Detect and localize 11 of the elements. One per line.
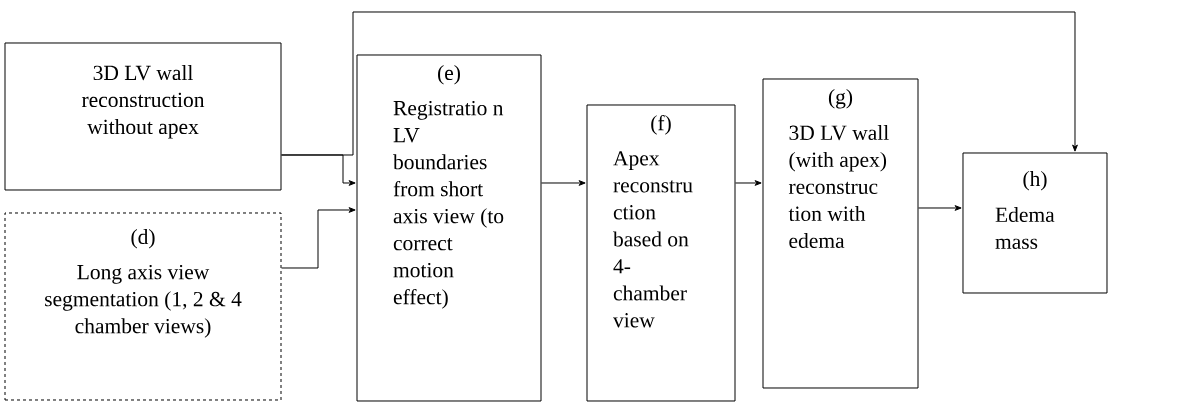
arrow bbox=[541, 180, 586, 186]
process-box: (e) Registratio n LV boundaries from short axis view (to correct motion effect) bbox=[356, 54, 542, 402]
process-box: (f) Apex reconstru ction based on 4- chamber view bbox=[586, 104, 736, 402]
arrow bbox=[918, 205, 962, 211]
process-box: (h) Edema mass bbox=[962, 152, 1108, 294]
process-box: (g) 3D LV wall (with apex) reconstruc tion with edema bbox=[762, 78, 919, 389]
arrow bbox=[735, 180, 762, 186]
arrow bbox=[281, 11, 1078, 156]
arrow bbox=[281, 207, 356, 269]
process-box: 3D LV wall reconstruction without apex bbox=[4, 42, 282, 191]
dashed-box: (d) Long axis view segmentation (1, 2 & 4 chamber views) bbox=[4, 212, 282, 401]
